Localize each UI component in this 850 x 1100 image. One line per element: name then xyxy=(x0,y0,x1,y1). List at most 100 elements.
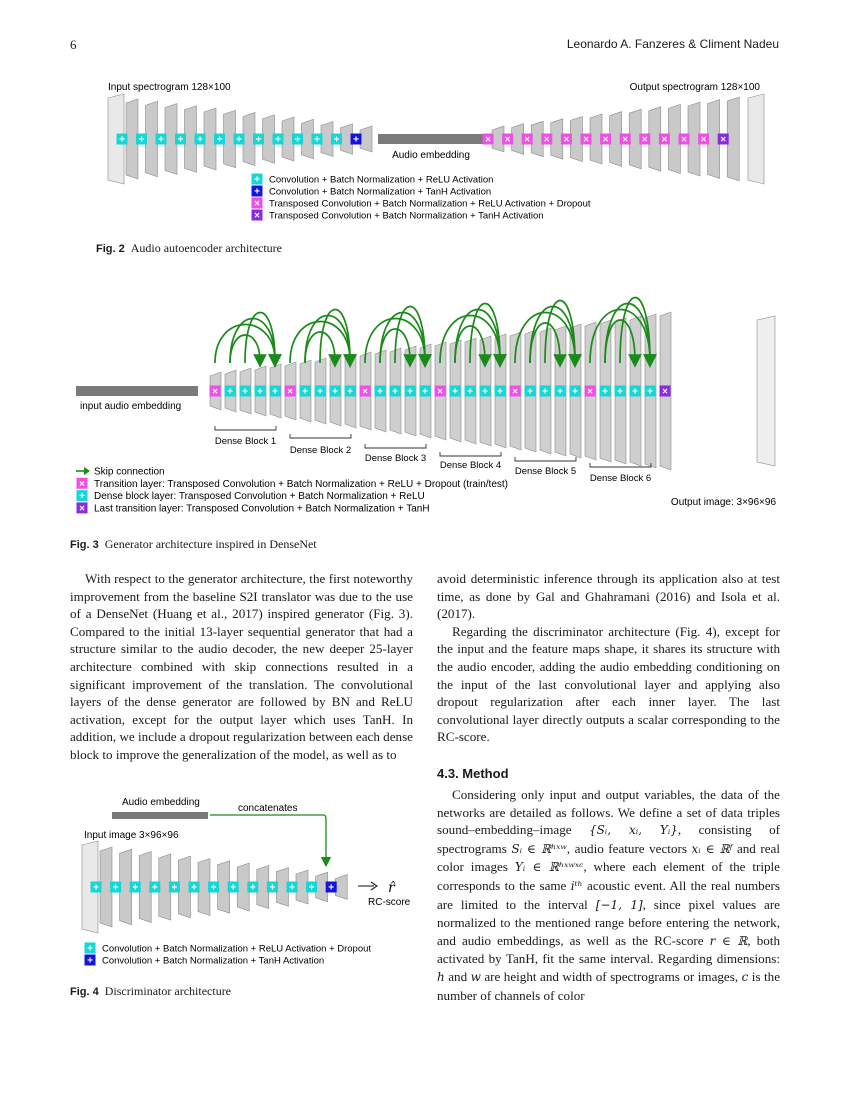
fig2-decoder-layer xyxy=(589,113,603,165)
fig2-encoder-layer xyxy=(145,100,158,178)
fig4-layer-badge-symbol: + xyxy=(250,883,256,894)
fig3-skip-connection xyxy=(319,308,357,368)
fig3-layer-badge-symbol: + xyxy=(332,387,338,398)
fig4-layer-badge xyxy=(110,881,122,893)
fig2-encoder-badge-symbol: + xyxy=(197,135,203,146)
fig3-skip-connection xyxy=(394,305,432,368)
fig3-skip-connection xyxy=(604,319,642,368)
fig2-decoder-layer xyxy=(570,115,583,163)
method-text-a: Considering only input and output variab… xyxy=(437,787,780,838)
fig3-layer-badge xyxy=(494,385,506,397)
fig4-layer xyxy=(158,853,172,921)
fig2-encoder-badge-symbol: + xyxy=(334,135,340,146)
fig2-decoder-badge xyxy=(619,133,631,145)
fig2-decoder-badge xyxy=(482,133,494,145)
fig3-skip-connection xyxy=(529,322,567,368)
fig3-layer-badge-symbol: + xyxy=(407,387,413,398)
fig2-encoder-badge xyxy=(175,133,186,145)
fig3-legend-swatch-2 xyxy=(76,490,88,502)
math-ith: iᵗʰ xyxy=(570,878,583,893)
fig2-output-slab xyxy=(747,93,765,185)
fig3-layer-badge xyxy=(239,385,251,397)
fig3-layer-badge-symbol: + xyxy=(347,387,353,398)
fig2-legend-swatch-1-symbol: + xyxy=(254,187,260,198)
fig3-dense-block-label: Dense Block 5 xyxy=(515,466,576,477)
fig4-layer-badge xyxy=(129,881,141,893)
fig3-skip-connection xyxy=(364,317,432,368)
fig3-legend-text-2: Dense block layer: Transposed Convolutio… xyxy=(94,491,425,502)
fig4-layer xyxy=(256,864,270,910)
fig3-layer-badge xyxy=(314,385,326,397)
fig2-legend-swatch-3-symbol: × xyxy=(254,211,260,222)
method-text-i: and xyxy=(444,968,471,984)
fig3-skip-connection xyxy=(244,311,282,368)
fig3-layer-badge xyxy=(209,385,221,397)
fig3-layer-badge-symbol: + xyxy=(617,387,623,398)
fig3-legend-swatch-1 xyxy=(76,477,88,489)
fig2-caption-label: Fig. 2 xyxy=(96,243,125,255)
fig2-decoder-badge-symbol: × xyxy=(681,135,687,146)
fig2-encoder-badge-symbol: + xyxy=(158,135,164,146)
fig4-layer-badge xyxy=(325,881,337,893)
fig3-layer-badge-symbol: + xyxy=(602,387,608,398)
fig2-decoder-badge xyxy=(521,133,533,145)
fig4-layer xyxy=(334,874,348,900)
fig4-legend-text-1: Convolution + Batch Normalization + TanH… xyxy=(102,956,324,967)
fig2-decoder-layer xyxy=(707,99,720,179)
fig3-layer-badge-symbol: × xyxy=(512,387,518,398)
fig2-encoder-badge xyxy=(253,133,264,145)
fig2-encoder-layer xyxy=(125,98,139,180)
fig3-layer-badge-symbol: + xyxy=(257,387,263,398)
fig3-layer-badge xyxy=(614,385,626,397)
fig2-decoder-layer xyxy=(668,103,681,175)
fig4-output-label: RC-score xyxy=(368,897,411,908)
fig3-caption-label: Fig. 3 xyxy=(70,539,99,551)
fig2-decoder-badge xyxy=(698,133,710,145)
fig4-legend-swatch-0 xyxy=(84,942,96,954)
right-column-method-text: Considering only input and output variab… xyxy=(437,786,780,1004)
fig3-legend-swatch-3-symbol: × xyxy=(79,504,85,515)
fig3-layer-badge-symbol: × xyxy=(587,387,593,398)
fig4-layer-badge-symbol: + xyxy=(171,883,177,894)
fig3-layer-badge xyxy=(659,385,671,397)
fig3-layer-badge-symbol: + xyxy=(497,387,503,398)
fig3-legend-swatch-1-symbol: × xyxy=(79,479,85,490)
fig3-legend-text-0: Skip connection xyxy=(94,467,165,478)
fig2-decoder-badge-symbol: × xyxy=(505,135,511,146)
fig4-layer xyxy=(197,858,211,916)
fig3-layer-badge xyxy=(584,385,596,397)
fig4-layer-badge xyxy=(188,881,200,893)
left-column-text: With respect to the generator architectu… xyxy=(70,570,413,764)
fig2-encoder-badge-symbol: + xyxy=(314,135,320,146)
fig4-layer xyxy=(119,848,132,926)
fig2-encoder-layer xyxy=(242,112,256,166)
fig4-layer-badge-symbol: + xyxy=(211,883,217,894)
fig3-skip-connection xyxy=(619,296,657,368)
math-interval: [−1, 1] xyxy=(595,897,643,912)
fig4-layer-badge-symbol: + xyxy=(132,883,138,894)
fig2-decoder-badge-symbol: × xyxy=(485,135,491,146)
fig3-layer-badge-symbol: + xyxy=(542,387,548,398)
fig2-decoder-badge-symbol: × xyxy=(583,135,589,146)
fig3-input-label: input audio embedding xyxy=(80,401,181,412)
fig2-encoder-layer xyxy=(223,109,236,169)
fig2-decoder-badge-symbol: × xyxy=(642,135,648,146)
fig4-caption-text: Discriminator architecture xyxy=(104,984,232,998)
fig2-decoder-badge-symbol: × xyxy=(622,135,628,146)
fig4-layer-badge-symbol: + xyxy=(328,883,334,894)
fig4-embedding-bar xyxy=(112,812,208,819)
fig4-layer-badge xyxy=(266,881,278,893)
fig3-layer-badge-symbol: + xyxy=(632,387,638,398)
fig3-skip-connection xyxy=(604,302,657,368)
fig2-encoder-badge-symbol: + xyxy=(119,135,125,146)
fig3-dense-block-brace xyxy=(589,463,652,468)
fig4-layer-badge xyxy=(247,881,259,893)
fig4-layer xyxy=(178,855,191,919)
fig4-layer-badge-symbol: + xyxy=(93,883,99,894)
fig3-legend-swatch-3 xyxy=(76,502,88,514)
fig3-dense-block-brace xyxy=(514,457,577,462)
page-number: 6 xyxy=(70,37,77,52)
fig2-encoder-badge xyxy=(272,133,284,145)
